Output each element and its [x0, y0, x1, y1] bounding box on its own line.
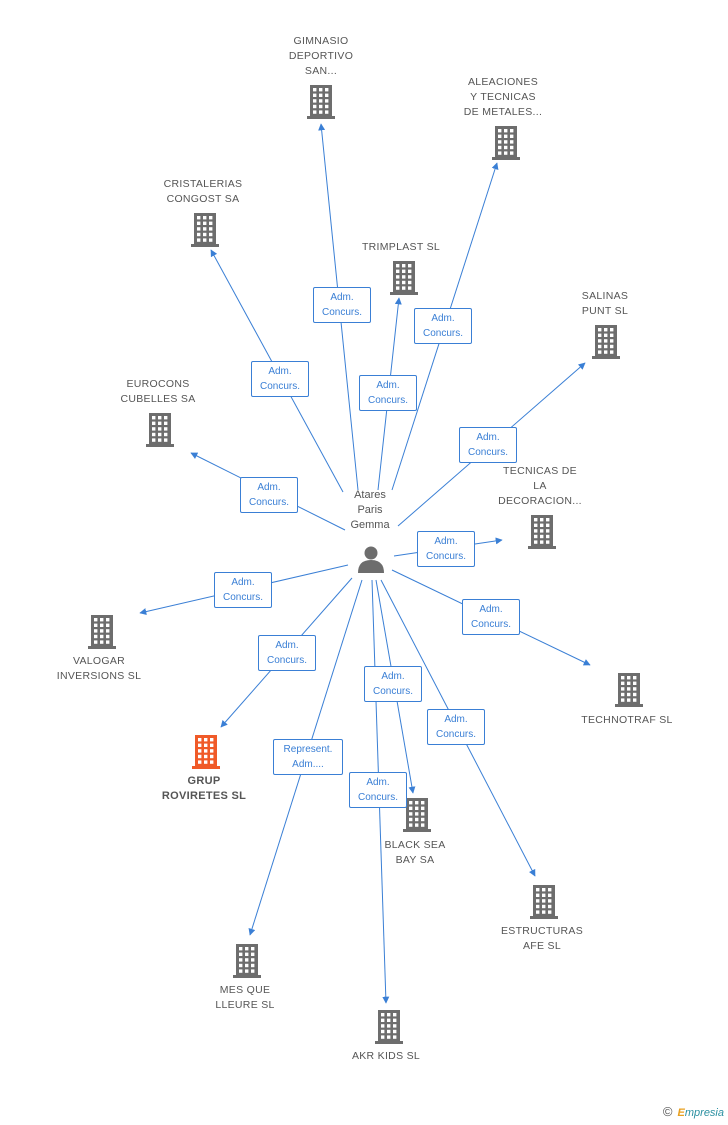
person-icon[interactable]: [358, 546, 384, 574]
relation-label-tecnicas[interactable]: Adm. Concurs.: [417, 531, 475, 567]
relation-label-salinas[interactable]: Adm. Concurs.: [459, 427, 517, 463]
company-label-salinas[interactable]: SALINAS PUNT SL: [581, 290, 629, 317]
company-label-valogar[interactable]: VALOGAR INVERSIONS SL: [56, 655, 142, 682]
relation-label-akrkids[interactable]: Adm. Concurs.: [349, 772, 407, 808]
building-icon[interactable]: [615, 673, 643, 707]
building-icon[interactable]: [592, 325, 620, 359]
relation-label-gimnasio[interactable]: Adm. Concurs.: [313, 287, 371, 323]
company-label-tecnicas[interactable]: TECNICAS DE LA DECORACION...: [498, 465, 582, 507]
relation-label-grup[interactable]: Adm. Concurs.: [258, 635, 316, 671]
company-label-aleaciones[interactable]: ALEACIONES Y TECNICAS DE METALES...: [463, 76, 543, 118]
footer-brand: © Empresia: [663, 1104, 724, 1119]
building-icon[interactable]: [528, 515, 556, 549]
building-icon[interactable]: [492, 126, 520, 160]
copyright-symbol: ©: [662, 1104, 673, 1119]
company-label-trimplast[interactable]: TRIMPLAST SL: [361, 241, 441, 253]
company-label-akrkids[interactable]: AKR KIDS SL: [351, 1050, 421, 1062]
brand-logo-e: E: [677, 1107, 685, 1119]
company-label-technotraf[interactable]: TECHNOTRAF SL: [581, 714, 673, 726]
building-icon[interactable]: [390, 261, 418, 295]
company-label-blacksea[interactable]: BLACK SEA BAY SA: [384, 839, 446, 866]
relation-label-estructuras[interactable]: Adm. Concurs.: [427, 709, 485, 745]
company-label-estructuras[interactable]: ESTRUCTURAS AFE SL: [500, 925, 584, 952]
relation-label-technotraf[interactable]: Adm. Concurs.: [462, 599, 520, 635]
building-icon[interactable]: [530, 885, 558, 919]
company-label-gimnasio[interactable]: GIMNASIO DEPORTIVO SAN...: [288, 35, 354, 77]
relation-label-mesque[interactable]: Represent. Adm....: [273, 739, 343, 775]
center-person-name[interactable]: Atares Paris Gemma: [350, 489, 390, 531]
relation-label-blacksea[interactable]: Adm. Concurs.: [364, 666, 422, 702]
building-icon[interactable]: [403, 798, 431, 832]
brand-logo-text: mpresia: [684, 1107, 724, 1119]
building-icon[interactable]: [88, 615, 116, 649]
relation-label-eurocons[interactable]: Adm. Concurs.: [240, 477, 298, 513]
relation-label-trimplast[interactable]: Adm. Concurs.: [359, 375, 417, 411]
relation-label-cristalerias[interactable]: Adm. Concurs.: [251, 361, 309, 397]
company-label-eurocons[interactable]: EUROCONS CUBELLES SA: [120, 378, 196, 405]
building-icon[interactable]: [192, 735, 220, 769]
company-label-mesque[interactable]: MES QUE LLEURE SL: [215, 984, 275, 1011]
building-icon[interactable]: [307, 85, 335, 119]
relation-label-aleaciones[interactable]: Adm. Concurs.: [414, 308, 472, 344]
building-icon[interactable]: [191, 213, 219, 247]
relation-label-valogar[interactable]: Adm. Concurs.: [214, 572, 272, 608]
company-label-grup[interactable]: GRUP ROVIRETES SL: [161, 775, 247, 802]
building-icon[interactable]: [146, 413, 174, 447]
building-icon[interactable]: [375, 1010, 403, 1044]
company-label-cristalerias[interactable]: CRISTALERIAS CONGOST SA: [163, 178, 243, 205]
building-icon[interactable]: [233, 944, 261, 978]
